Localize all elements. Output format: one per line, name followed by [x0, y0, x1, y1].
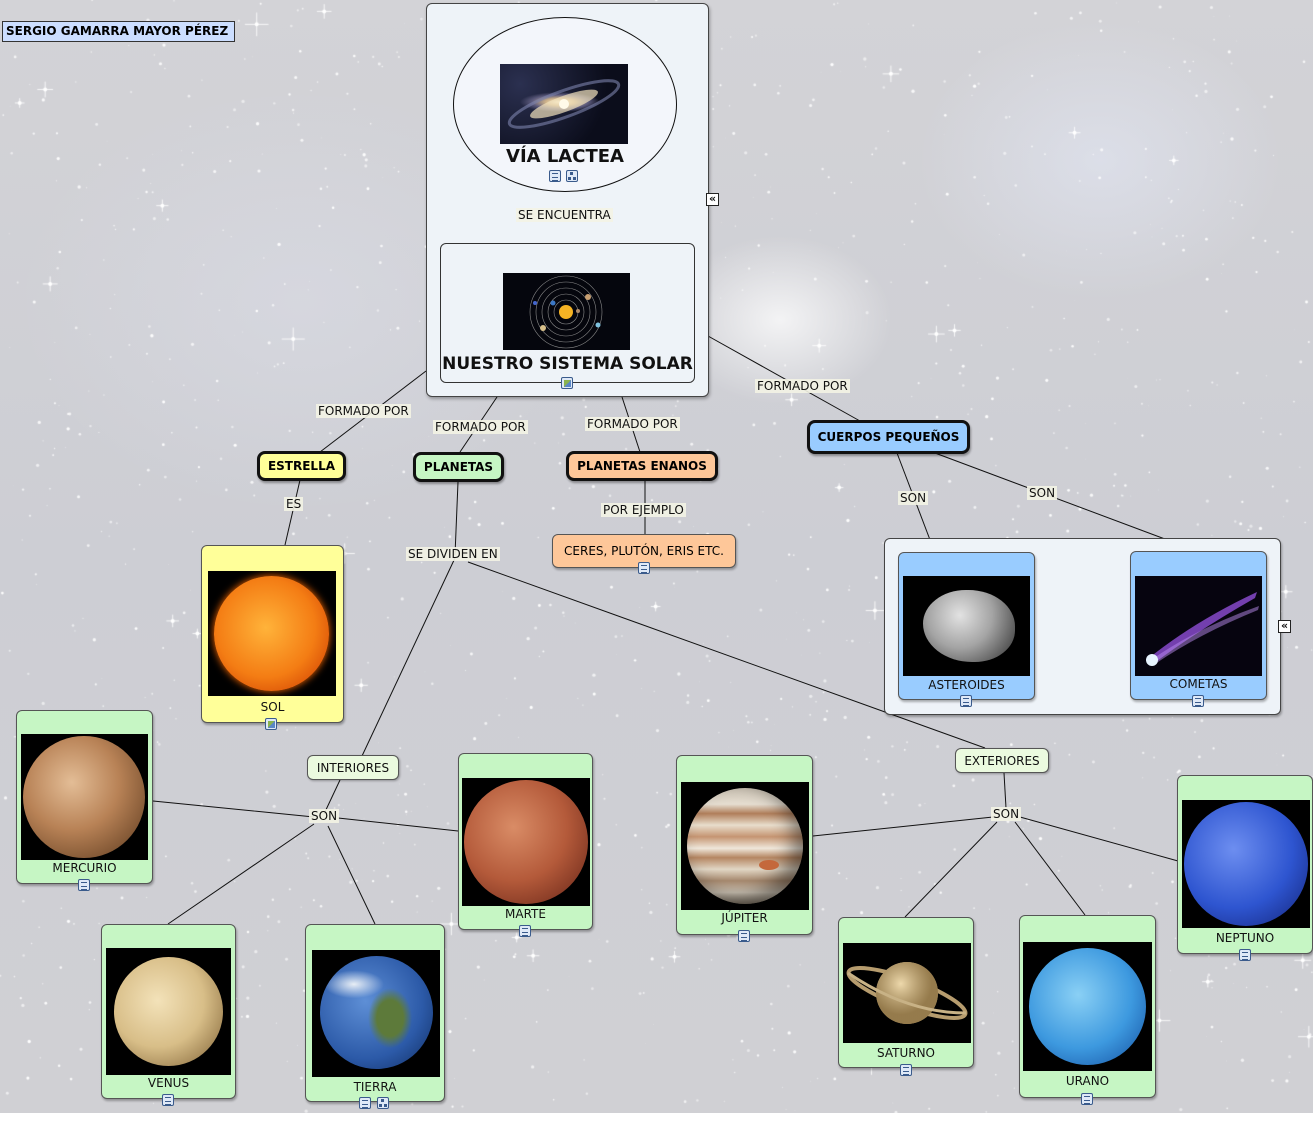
link-line [1014, 821, 1086, 916]
link-label-formado-por: FORMADO POR [316, 404, 411, 418]
image-icon[interactable] [561, 377, 573, 389]
link-line [1003, 772, 1007, 809]
link-line [323, 779, 341, 815]
image-icon[interactable] [265, 718, 277, 730]
mercurio-node[interactable]: MERCURIO [16, 710, 153, 884]
venus-label: VENUS [147, 1076, 190, 1090]
jupiter-node[interactable]: JÚPITER [676, 755, 813, 935]
link-line [1019, 816, 1179, 862]
milky-way-label: VÍA LACTEA [506, 146, 624, 167]
submap-icon[interactable] [566, 170, 578, 182]
link-line [152, 800, 315, 818]
comet-image [1135, 576, 1262, 676]
note-icon[interactable] [359, 1097, 371, 1109]
link-line [707, 335, 861, 422]
jupiter-image [681, 782, 809, 910]
note-icon[interactable] [162, 1094, 174, 1106]
note-icon[interactable] [1081, 1093, 1093, 1105]
author-title: SERGIO GAMARRA MAYOR PÉREZ [2, 21, 235, 42]
link-label-formado-por: FORMADO POR [585, 417, 680, 431]
link-label-son: SON [309, 809, 340, 823]
link-label-se-dividen-en: SE DIVIDEN EN [406, 547, 500, 561]
uranus-image [1023, 942, 1152, 1071]
link-line [454, 481, 459, 556]
saturn-image [843, 943, 971, 1043]
note-icon[interactable] [1239, 949, 1251, 961]
tierra-label: TIERRA [353, 1080, 397, 1094]
note-icon[interactable] [960, 695, 972, 707]
link-label-son: SON [898, 491, 929, 505]
submap-icon[interactable] [377, 1097, 389, 1109]
note-icon[interactable] [1192, 695, 1204, 707]
urano-node[interactable]: URANO [1019, 915, 1156, 1098]
link-line [812, 816, 994, 837]
mercurio-label: MERCURIO [52, 861, 117, 875]
urano-label: URANO [1065, 1074, 1110, 1088]
solar-system-image [503, 273, 630, 350]
note-icon[interactable] [549, 170, 561, 182]
asteroid-image [903, 576, 1030, 676]
note-icon[interactable] [900, 1064, 912, 1076]
solar-system-label: NUESTRO SISTEMA SOLAR [442, 354, 693, 374]
ejemplos-enanos-node[interactable]: CERES, PLUTÓN, ERIS ETC. [552, 534, 736, 568]
collapse-icon[interactable]: « [706, 193, 719, 206]
sun-image [208, 571, 336, 696]
link-label-son: SON [1027, 486, 1058, 500]
link-label-formado-por: FORMADO POR [755, 379, 850, 393]
tierra-node[interactable]: TIERRA [305, 924, 445, 1102]
jupiter-label: JÚPITER [721, 911, 768, 925]
note-icon[interactable] [519, 925, 531, 937]
marte-node[interactable]: MARTE [458, 753, 593, 930]
venus-image [106, 948, 231, 1075]
link-line [467, 561, 986, 749]
interiores-node[interactable]: INTERIORES [307, 755, 399, 780]
saturno-label: SATURNO [877, 1046, 935, 1060]
mars-image [462, 778, 590, 906]
mercury-image [21, 734, 148, 860]
link-line [337, 817, 459, 832]
cuerpos-pequenos-node[interactable]: CUERPOS PEQUEÑOS [807, 420, 970, 454]
link-line [284, 479, 301, 546]
link-line [167, 823, 315, 925]
link-line [327, 825, 376, 925]
sol-label: SOL [260, 700, 285, 714]
cometas-label: COMETAS [1169, 677, 1228, 691]
link-label-formado-por: FORMADO POR [433, 420, 528, 434]
note-icon[interactable] [738, 930, 750, 942]
venus-node[interactable]: VENUS [101, 924, 236, 1099]
cometas-node[interactable]: COMETAS [1130, 551, 1267, 700]
link-line [934, 452, 1198, 552]
link-line [361, 557, 456, 757]
link-label-es: ES [284, 497, 304, 511]
earth-image [312, 950, 440, 1077]
collapse-icon[interactable]: « [1278, 620, 1291, 633]
exteriores-node[interactable]: EXTERIORES [955, 748, 1049, 773]
note-icon[interactable] [78, 879, 90, 891]
note-icon[interactable] [638, 562, 650, 574]
link-label-son: SON [991, 807, 1022, 821]
marte-label: MARTE [505, 907, 546, 921]
link-line [904, 821, 998, 918]
saturno-node[interactable]: SATURNO [838, 917, 974, 1068]
estrella-node[interactable]: ESTRELLA [257, 451, 346, 481]
milky-way-image [500, 64, 628, 144]
sol-node[interactable]: SOL [201, 545, 344, 723]
link-label-por-ejemplo: POR EJEMPLO [601, 503, 686, 517]
planetas-node[interactable]: PLANETAS [413, 452, 504, 482]
asteroides-node[interactable]: ASTEROIDES [898, 552, 1035, 700]
neptuno-node[interactable]: NEPTUNO [1177, 775, 1313, 954]
neptune-image [1182, 800, 1310, 928]
link-label-se-encuentra: SE ENCUENTRA [516, 208, 613, 222]
planetas-enanos-node[interactable]: PLANETAS ENANOS [566, 451, 718, 481]
neptuno-label: NEPTUNO [1215, 931, 1275, 945]
asteroides-label: ASTEROIDES [928, 678, 1005, 692]
